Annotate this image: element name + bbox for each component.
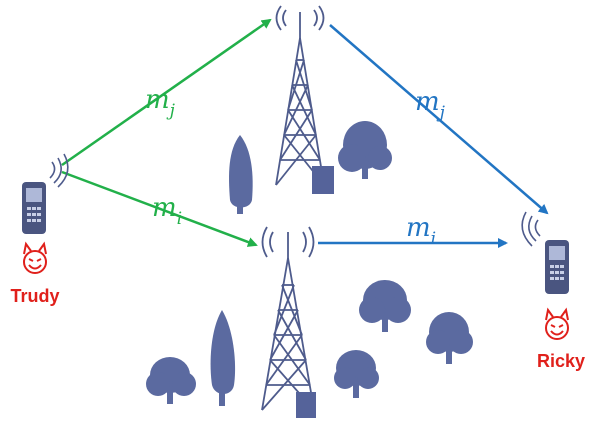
- message-label-lower-left: mi: [152, 193, 182, 229]
- equipment-box-icon: [296, 392, 316, 418]
- tree-icon: [146, 357, 196, 404]
- tree-icon: [210, 310, 236, 406]
- path-trudy-to-top-tower: [61, 18, 272, 167]
- receiver-name: Ricky: [537, 351, 585, 371]
- cell-tower-icon: [261, 226, 315, 411]
- path-top-tower-to-ricky: [329, 24, 549, 215]
- sender-name: Trudy: [10, 286, 59, 306]
- tree-icon: [338, 121, 392, 179]
- tree-cluster-bottom: [146, 280, 473, 406]
- tree-icon: [229, 135, 253, 214]
- path-trudy-to-bottom-tower: [61, 170, 258, 247]
- tree-cluster-top: [229, 121, 392, 214]
- tree-icon: [426, 312, 473, 364]
- tree-icon: [359, 280, 411, 332]
- mobile-phone-icon: [22, 153, 69, 234]
- cell-tower-icon: [275, 5, 325, 186]
- equipment-box-icon: [312, 166, 334, 194]
- devil-face-icon: [545, 307, 569, 340]
- message-label-upper-right: mj: [415, 87, 446, 123]
- tree-icon: [334, 350, 379, 398]
- message-label-lower-right: mi: [406, 213, 436, 249]
- devil-face-icon: [23, 241, 47, 274]
- mobile-phone-icon: [521, 211, 569, 294]
- message-label-upper-left: mj: [145, 85, 176, 121]
